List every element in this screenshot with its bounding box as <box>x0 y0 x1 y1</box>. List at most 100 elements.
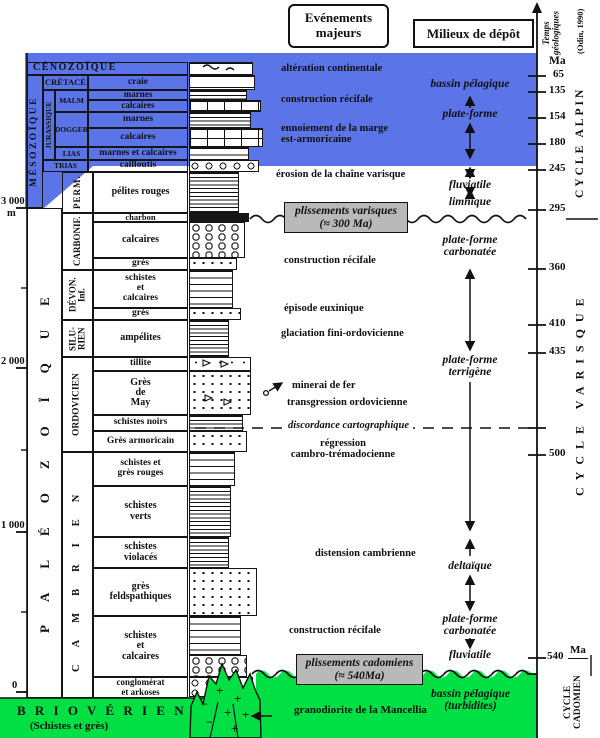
plus-icon: + <box>242 707 250 722</box>
litho-gres-de-may <box>189 371 251 415</box>
milieu-label: fluviatile <box>448 649 492 661</box>
event-box-cadomiens: plissements cadomiens (≈ 540Ma) <box>296 654 423 685</box>
ma-unit-label: Ma <box>570 644 586 656</box>
ma-value: 435 <box>549 345 566 357</box>
milieu-pf-carbonatee2: plate-forme carbonatée <box>415 613 525 638</box>
depth-unit: m <box>7 208 16 219</box>
event-transgression: transgression ordovicienne <box>287 397 407 408</box>
event-label: distension cambrienne <box>315 548 416 559</box>
ma-value: 154 <box>549 110 566 122</box>
unit-label: grès <box>132 258 149 269</box>
plus-icon: + <box>224 705 232 720</box>
malm-label: MALM <box>59 96 84 106</box>
event-box-label: plissements cadomiens (≈ 540Ma) <box>305 656 414 682</box>
litho-calcaires1 <box>189 100 261 112</box>
event-distension: distension cambrienne <box>315 548 416 559</box>
milieux-header-label: Milieux de dépôt <box>426 25 521 41</box>
milieu-label: limnique <box>448 196 492 208</box>
litho-ampelites <box>189 320 229 357</box>
ma-label-295: 295 <box>549 202 566 215</box>
ma-value: 500 <box>549 447 566 459</box>
event-alteration: altération continentale <box>281 63 382 74</box>
green-right-slab <box>256 670 537 738</box>
cretace-label: CRÉTACÉ <box>45 77 86 88</box>
unit-schistes-calcaires1: schistes et calcaires <box>93 270 188 308</box>
event-box-label: plissements varisques (≈ 300 Ma) <box>295 204 397 230</box>
litho-cailloutis <box>189 160 259 172</box>
milieu-deltaique: deltaïque <box>415 560 525 572</box>
iron-ore-symbol <box>262 389 270 397</box>
unit-label: marnes <box>122 114 154 125</box>
ma-label-540: 540 <box>547 650 564 663</box>
unit-marnes1: marnes <box>88 90 188 100</box>
event-regression: régression cambro-trémadocienne <box>278 438 408 461</box>
event-label: glaciation fini-ordovicienne <box>281 328 404 339</box>
lias-label: LIAS <box>62 148 81 158</box>
event-granodiorite: granodiorite de la Mancellia <box>294 704 427 717</box>
unit-label: schistes et calcaires <box>121 630 160 662</box>
unit-label: conglomérat et arkoses <box>116 677 165 697</box>
event-label: épisode euxinique <box>284 303 364 314</box>
cycle-varisque-label: CYCLE VARISQUE <box>569 248 591 540</box>
ma-label-180: 180 <box>549 136 566 149</box>
time-axis-title-label: Temps géologiques <box>541 11 561 55</box>
unit-label: grès <box>132 308 149 319</box>
event-label: régression cambro-trémadocienne <box>290 438 396 461</box>
depth-3000: 3 000 <box>1 196 25 207</box>
iron-ore-arrow <box>268 382 284 392</box>
cycle-alpin-label: CYCLE ALPIN <box>569 66 591 218</box>
litho-schistes-violaces <box>189 537 229 568</box>
unit-gres1: grès <box>93 258 188 270</box>
event-label: transgression ordovicienne <box>287 397 408 408</box>
unit-label: calcaires <box>121 233 160 245</box>
ma-header-label: Ma <box>549 55 566 67</box>
litho-calcaires2 <box>189 128 263 147</box>
depth-value: 1 000 <box>1 520 25 531</box>
granodiorite-body <box>189 661 262 738</box>
granite-plus-symbol: + <box>216 683 223 698</box>
unit-gres2: grès <box>93 308 188 320</box>
unit-label: cailloutis <box>119 160 157 171</box>
trias-label: TRIAS <box>54 161 77 171</box>
ma-label-135: 135 <box>549 84 566 97</box>
litho-gres-armoricain <box>189 431 247 452</box>
milieu-label: deltaïque <box>448 560 492 572</box>
credit-label: (Odin, 1990) <box>575 8 585 54</box>
unit-gres-armoricain: Grès armoricain <box>93 431 188 452</box>
event-glaciation: glaciation fini-ordovicienne <box>281 328 404 339</box>
unit-label: craie <box>127 76 149 87</box>
stage-dogger: DOGGER <box>55 112 88 147</box>
depth-0: 0 <box>12 680 17 691</box>
litho-gres1 <box>189 258 237 270</box>
depth-value: 3 000 <box>1 196 25 207</box>
unit-marnes2: marnes <box>88 112 188 128</box>
litho-marnes1 <box>189 90 247 100</box>
unit-gres-de-may: Grès de May <box>93 371 188 415</box>
litho-schistes-calcaires2a <box>189 616 241 655</box>
event-box-varisques: plissements varisques (≈ 300 Ma) <box>284 202 408 233</box>
event-minerai: minerai de fer <box>292 380 356 391</box>
milieu-plateforme1: plate-forme <box>415 108 525 120</box>
events-header-box: Evénements majeurs <box>288 4 389 48</box>
event-label: construction récifale <box>289 625 381 636</box>
litho-calcaires3 <box>189 222 245 258</box>
unit-label: ampélites <box>120 332 161 344</box>
ma-value: 65 <box>553 68 564 80</box>
ma-header: Ma <box>549 55 566 67</box>
unit-label: calcaires <box>120 131 156 142</box>
time-axis-credit: (Odin, 1990) <box>575 2 590 54</box>
event-label: granodiorite de la Mancellia <box>294 704 427 716</box>
unit-label: Grès de May <box>130 376 151 409</box>
unit-schistes-calcaires2: schistes et calcaires <box>93 616 188 677</box>
event-recifale3: construction récifale <box>289 625 381 636</box>
granite-minus-symbol: − <box>206 716 213 729</box>
litho-schistes-verts <box>189 486 231 537</box>
milieu-label: fluviatile <box>448 179 492 191</box>
unit-label: schistes violacés <box>123 541 158 563</box>
ma-value: 135 <box>549 84 566 96</box>
litho-charbon <box>189 213 249 222</box>
milieu-pf-carbonatee1: plate-forme carbonatée <box>415 234 525 259</box>
event-recifale2: construction récifale <box>284 255 376 266</box>
period-cretace: CRÉTACÉ <box>43 75 88 90</box>
cycle-label: CYCLE ALPIN <box>573 86 586 198</box>
